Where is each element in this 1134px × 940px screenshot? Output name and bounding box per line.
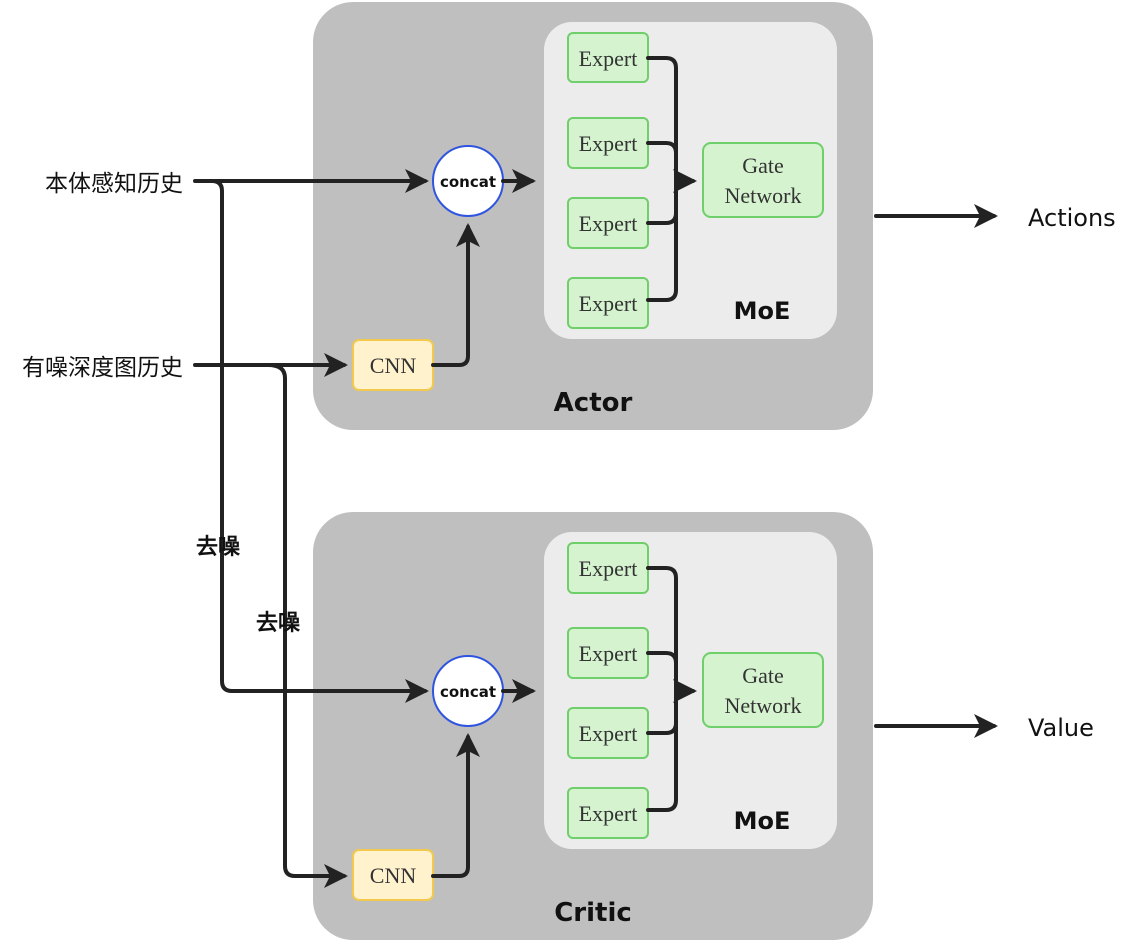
critic-panel: Expert Expert Expert Expert Gate Network… xyxy=(313,512,873,940)
svg-text:concat: concat xyxy=(440,173,496,191)
svg-text:Expert: Expert xyxy=(579,46,638,71)
depth-history-label: 有噪深度图历史 xyxy=(22,355,183,381)
actor-expert-2-link xyxy=(646,141,678,155)
critic-expert-3-link xyxy=(646,721,678,735)
critic-moe-label: MoE xyxy=(734,807,791,835)
svg-text:Expert: Expert xyxy=(579,556,638,581)
proprio-to-critic-concat-arrow xyxy=(210,179,429,703)
critic-expert-4: Expert xyxy=(567,787,649,839)
svg-text:CNN: CNN xyxy=(370,863,417,888)
actor-title: Actor xyxy=(554,388,633,418)
svg-text:Expert: Expert xyxy=(579,801,638,826)
svg-text:Network: Network xyxy=(725,183,802,208)
actor-moe-label: MoE xyxy=(734,297,791,325)
svg-text:Gate: Gate xyxy=(742,153,784,178)
svg-text:concat: concat xyxy=(440,683,496,701)
actions-output-label: Actions xyxy=(1028,204,1116,232)
actor-concat-node: concat xyxy=(432,145,504,217)
actor-gate-network: Gate Network xyxy=(702,142,824,218)
critic-expert-1: Expert xyxy=(567,542,649,594)
value-output-label: Value xyxy=(1028,714,1094,742)
actor-cnn-to-concat-arrow xyxy=(431,223,480,367)
critic-concat-node: concat xyxy=(432,655,504,727)
actor-expert-2: Expert xyxy=(567,117,649,169)
actor-expert-3-link xyxy=(646,211,678,225)
svg-text:Expert: Expert xyxy=(579,291,638,316)
actor-expert-3: Expert xyxy=(567,197,649,249)
actor-expert-4: Expert xyxy=(567,277,649,329)
svg-text:Expert: Expert xyxy=(579,721,638,746)
critic-expert-2-link xyxy=(646,651,678,665)
svg-text:CNN: CNN xyxy=(370,353,417,378)
critic-cnn-block: CNN xyxy=(352,849,434,901)
critic-expert-2: Expert xyxy=(567,627,649,679)
actor-panel: Expert Expert Expert Expert Gate Network… xyxy=(313,2,873,430)
critic-cnn-to-concat-arrow xyxy=(431,733,480,878)
actor-expert-1: Expert xyxy=(567,32,649,83)
denoise-label-proprio: 去噪 xyxy=(196,535,241,560)
svg-text:Expert: Expert xyxy=(579,641,638,666)
critic-expert-3: Expert xyxy=(567,707,649,759)
svg-text:Network: Network xyxy=(725,693,802,718)
depth-to-critic-cnn-arrow xyxy=(266,363,348,888)
critic-gate-network: Gate Network xyxy=(702,652,824,728)
svg-text:Expert: Expert xyxy=(579,211,638,236)
critic-title: Critic xyxy=(554,898,632,928)
proprio-history-label: 本体感知历史 xyxy=(45,171,183,197)
connections xyxy=(193,56,998,888)
svg-text:Expert: Expert xyxy=(579,131,638,156)
denoise-label-depth: 去噪 xyxy=(256,611,301,636)
actor-cnn-block: CNN xyxy=(352,339,434,391)
svg-text:Gate: Gate xyxy=(742,663,784,688)
